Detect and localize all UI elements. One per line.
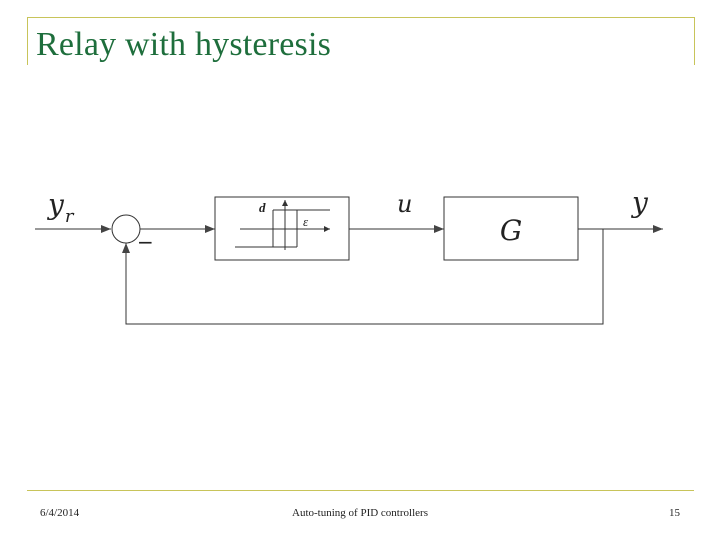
summing-junction: [111, 214, 141, 244]
control-label: u: [397, 190, 412, 218]
minus-sign: −: [137, 230, 154, 254]
output-label: y: [630, 186, 649, 219]
top-frame-line: [27, 17, 694, 18]
slide-title: Relay with hysteresis: [36, 26, 332, 63]
input-subscript: r: [65, 206, 75, 227]
left-frame-line: [27, 17, 28, 65]
relay-error-label: ε: [303, 214, 309, 229]
feedback-path: [122, 229, 604, 325]
plant-label: G: [500, 214, 522, 247]
plant-block: [443, 196, 579, 261]
right-frame-line: [694, 17, 695, 65]
footer-rule: [27, 490, 694, 491]
hysteresis-symbol: [235, 200, 330, 250]
relay-hysteresis-label: d: [259, 200, 266, 215]
footer-date: 6/4/2014: [40, 507, 80, 519]
footer-presentation-title: Auto-tuning of PID controllers: [292, 507, 428, 519]
input-label: yr: [46, 188, 75, 227]
footer-page-number: 15: [669, 507, 680, 519]
